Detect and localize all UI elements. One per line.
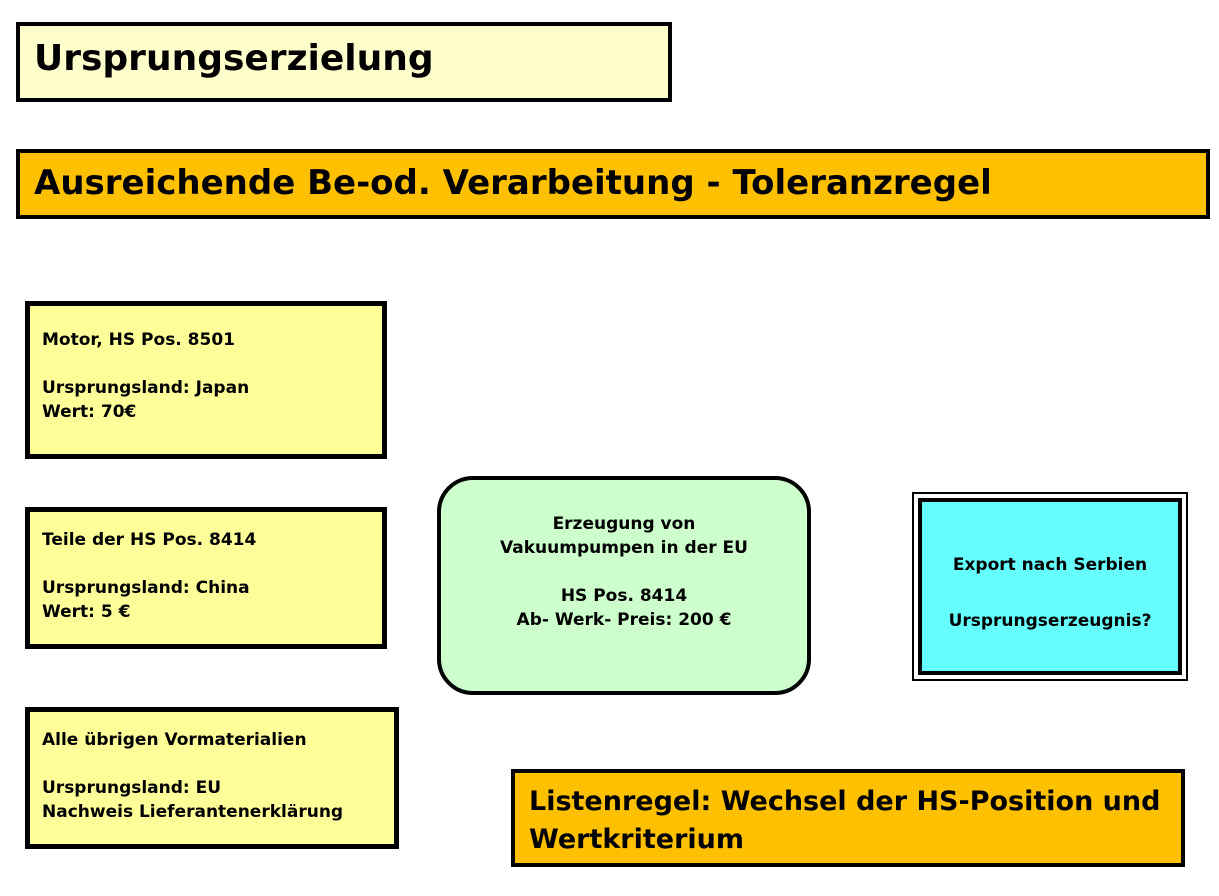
section-banner: Ausreichende Be-od. Verarbeitung - Toler… xyxy=(16,149,1210,219)
production-price: Ab- Werk- Preis: 200 € xyxy=(516,610,732,630)
list-rule-box: Listenregel: Wechsel der HS-Position und… xyxy=(511,769,1185,867)
production-hs-position: HS Pos. 8414 xyxy=(560,586,688,606)
section-banner-text: Ausreichende Be-od. Verarbeitung - Toler… xyxy=(34,163,992,203)
input-card-value: Wert: 5 € xyxy=(42,602,131,622)
page-title-text: Ursprungserzielung xyxy=(34,38,434,79)
input-card-value: Wert: 70€ xyxy=(42,402,137,422)
page-title: Ursprungserzielung xyxy=(16,22,672,102)
input-card-other-materials: Alle übrigen Vormaterialien Ursprungslan… xyxy=(25,707,399,849)
export-box-inner: Export nach Serbien Ursprungserzeugnis? xyxy=(918,498,1182,675)
list-rule-line-2: Wertkriterium xyxy=(529,824,745,855)
input-card-motor: Motor, HS Pos. 8501 Ursprungsland: Japan… xyxy=(25,301,387,459)
export-destination: Export nach Serbien xyxy=(952,555,1148,575)
production-box: Erzeugung von Vakuumpumpen in der EU HS … xyxy=(437,476,811,695)
production-line-1: Erzeugung von xyxy=(552,514,696,534)
input-card-name: Alle übrigen Vormaterialien xyxy=(42,730,307,750)
export-question: Ursprungserzeugnis? xyxy=(948,611,1152,631)
input-card-origin: Ursprungsland: China xyxy=(42,578,250,598)
input-card-name: Teile der HS Pos. 8414 xyxy=(42,530,257,550)
export-box: Export nach Serbien Ursprungserzeugnis? xyxy=(912,492,1188,681)
production-line-2: Vakuumpumpen in der EU xyxy=(500,538,748,558)
input-card-parts: Teile der HS Pos. 8414 Ursprungsland: Ch… xyxy=(25,507,387,649)
list-rule-line-1: Listenregel: Wechsel der HS-Position und xyxy=(529,786,1161,817)
input-card-origin: Ursprungsland: EU xyxy=(42,778,222,798)
input-card-name: Motor, HS Pos. 8501 xyxy=(42,330,236,350)
input-card-origin: Ursprungsland: Japan xyxy=(42,378,250,398)
input-card-proof: Nachweis Lieferantenerklärung xyxy=(42,802,344,822)
